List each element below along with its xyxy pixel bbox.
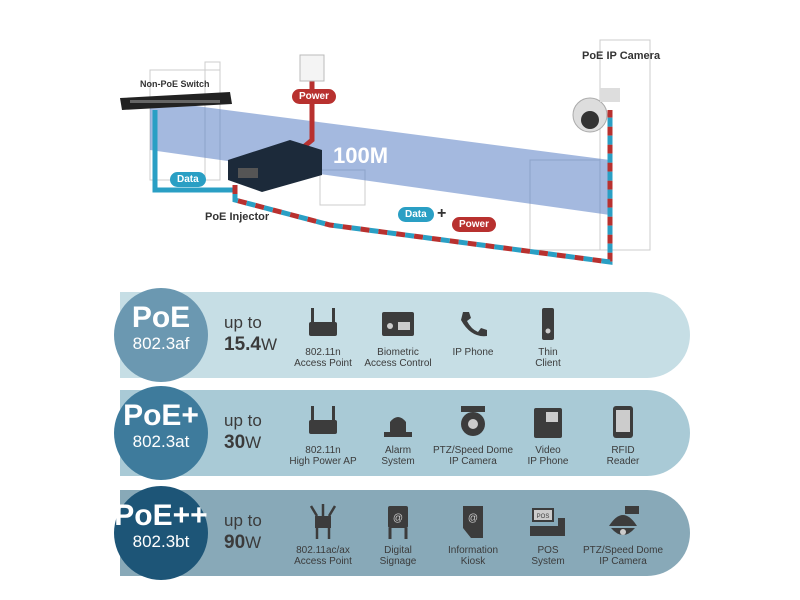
- device-label: Information: [447, 545, 499, 556]
- thin-client-icon: [542, 308, 554, 340]
- switch-label: Non-PoE Switch: [140, 79, 210, 89]
- watts-unit: W: [245, 533, 262, 552]
- watts-value: 30: [224, 432, 246, 453]
- camera-label: PoE IP Camera: [582, 50, 661, 62]
- outdoor-ap-icon: [309, 504, 337, 539]
- device-label-line2: System: [381, 456, 415, 467]
- device-label: IP Phone: [452, 347, 494, 358]
- device-label-line2: System: [531, 556, 565, 567]
- kiosk-icon: @: [463, 506, 483, 538]
- bandwidth-beam: [150, 100, 610, 215]
- speed-label: 100M: [333, 143, 389, 168]
- power-badge: Power: [292, 89, 337, 104]
- tier-standard: 802.3bt: [132, 532, 190, 551]
- device-label: 802.11n: [305, 347, 341, 358]
- device-label-line2: IP Camera: [599, 556, 647, 567]
- watts-unit: W: [245, 433, 262, 452]
- tier-name: PoE: [131, 301, 191, 334]
- power-rating: up to 90W: [224, 510, 262, 554]
- power-outlet: [299, 54, 325, 82]
- device-label: Video: [535, 445, 561, 456]
- tier-name: PoE++: [114, 499, 208, 532]
- power-badge-combined: Power: [452, 217, 497, 232]
- device-label: Biometric: [377, 347, 419, 358]
- phone-icon: [461, 312, 487, 337]
- device-label: Alarm: [384, 445, 412, 456]
- device-label: 802.11n: [305, 445, 341, 456]
- power-rating: up to 30W: [224, 410, 262, 454]
- signage-icon: @: [388, 506, 408, 539]
- router-icon: [309, 308, 337, 336]
- switch-icon: [120, 92, 232, 110]
- upto-label: up to: [224, 313, 262, 332]
- dome-camera-icon: [609, 506, 639, 535]
- biometric-icon: [382, 312, 414, 336]
- data-badge: Data: [170, 172, 206, 187]
- device-label-line2: IP Camera: [449, 456, 497, 467]
- device-label: 802.11ac/ax: [296, 545, 350, 556]
- upto-label: up to: [224, 411, 262, 430]
- watts-value: 15.4: [224, 334, 261, 355]
- tier-standard: 802.3at: [132, 432, 190, 451]
- device-label: PTZ/Speed Dome: [582, 545, 664, 556]
- device-label: Digital: [384, 545, 412, 556]
- power-rating: up to 15.4W: [224, 312, 277, 356]
- data-cable: [152, 110, 235, 193]
- device-label-line2: Signage: [379, 556, 417, 567]
- tier-badge: PoE+802.3at: [114, 386, 208, 480]
- watts-unit: W: [260, 335, 278, 354]
- router-icon: [309, 406, 337, 434]
- svg-text:@: @: [468, 513, 478, 524]
- device-label-line2: Access Point: [294, 556, 352, 567]
- tier-name: PoE+: [123, 399, 199, 432]
- device-label-line2: High Power AP: [289, 456, 357, 467]
- camera-icon: [461, 406, 485, 436]
- tier-badge: PoE++802.3bt: [114, 486, 208, 580]
- pos-screen-text: POS: [537, 514, 550, 520]
- rfid-icon: [613, 406, 633, 438]
- plus-sign: +: [437, 205, 447, 222]
- device-label: PTZ/Speed Dome: [432, 445, 514, 456]
- network-diagram: [120, 39, 651, 265]
- watts-value: 90: [224, 532, 246, 553]
- device-label-line2: IP Phone: [527, 456, 569, 467]
- device-label: POS: [537, 545, 559, 556]
- device-label-line2: Client: [535, 358, 561, 369]
- data-badge-combined: Data: [398, 207, 434, 222]
- device-label: Thin: [538, 347, 558, 358]
- alarm-icon: [384, 417, 412, 437]
- tier-standard: 802.3af: [132, 334, 190, 353]
- camera-icon: [572, 88, 620, 133]
- injector-icon: [228, 140, 322, 192]
- device-label-line2: Access Control: [364, 358, 432, 369]
- svg-text:@: @: [393, 513, 403, 524]
- upto-label: up to: [224, 511, 262, 530]
- device-label: RFID: [611, 445, 635, 456]
- video-phone-icon: [534, 408, 562, 438]
- poe-cable: [232, 110, 613, 265]
- pos-icon: POS: [530, 508, 565, 536]
- injector-label: PoE Injector: [205, 211, 270, 223]
- device-label-line2: Kiosk: [460, 556, 486, 567]
- device-label-line2: Access Point: [294, 358, 352, 369]
- device-item: IP Phone: [428, 306, 518, 358]
- device-label-line2: Reader: [606, 456, 640, 467]
